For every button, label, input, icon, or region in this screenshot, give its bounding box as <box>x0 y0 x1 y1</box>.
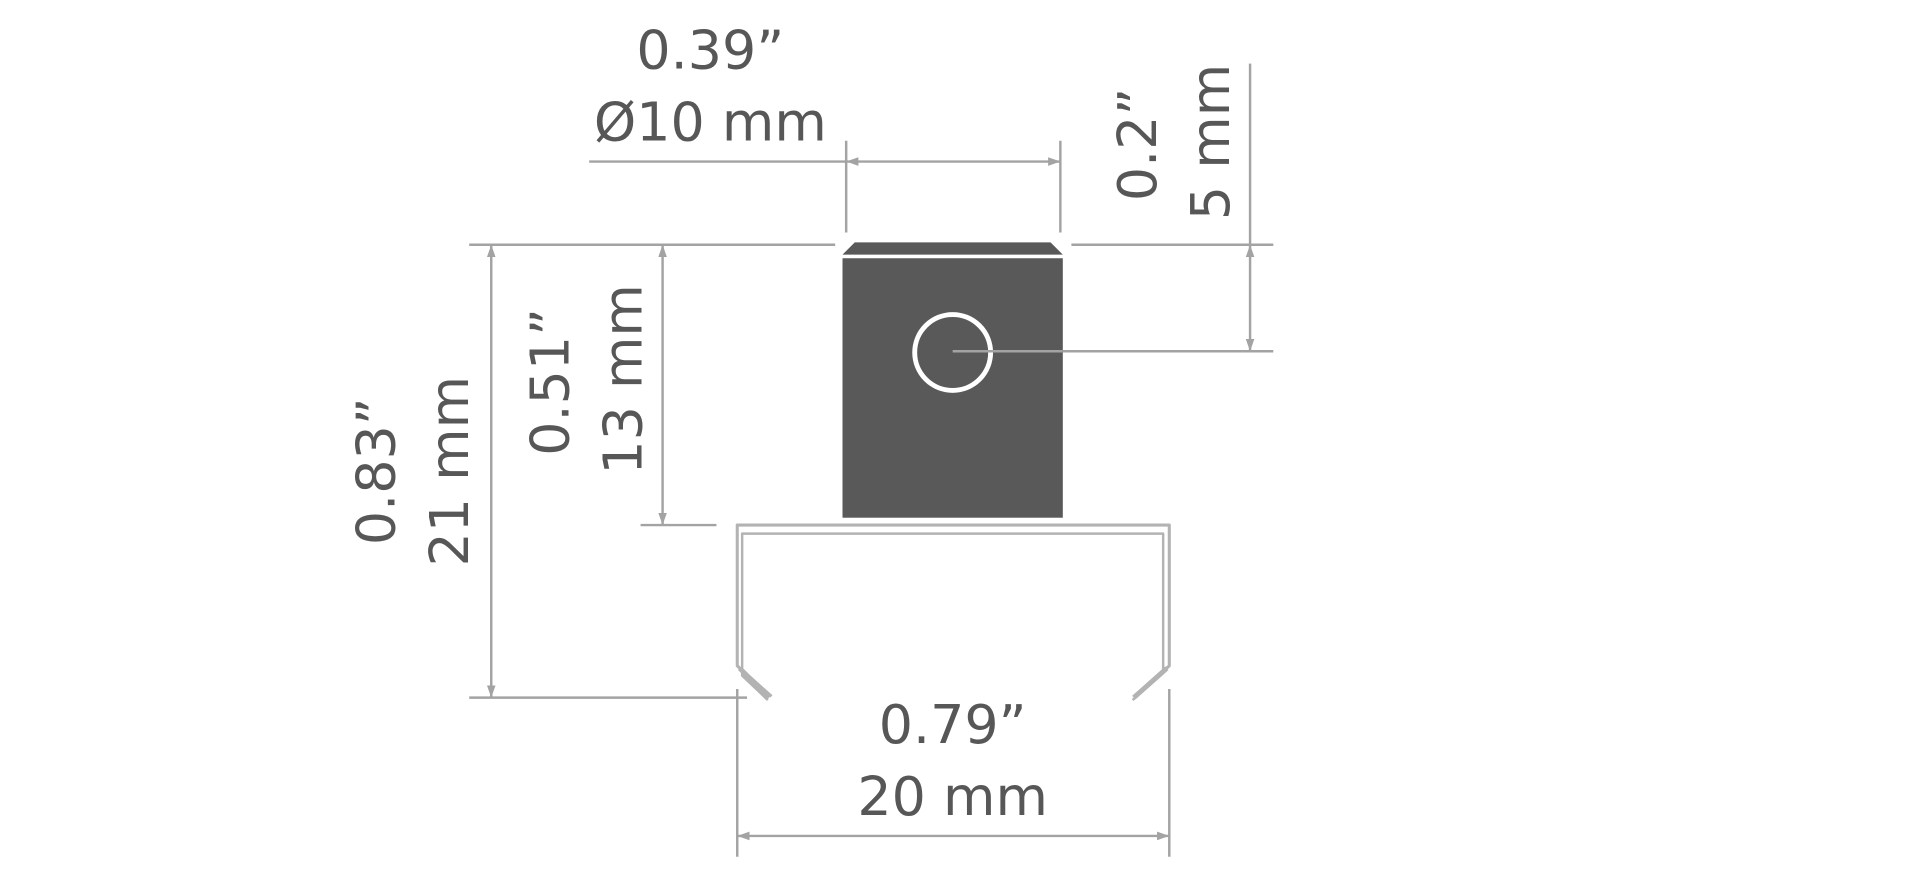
dimension-hole-offset: 0.2” 5 mm <box>952 63 1274 353</box>
label-width-mm: 20 mm <box>857 765 1048 828</box>
dimension-block-height: 0.51” 13 mm <box>518 244 717 527</box>
label-width-inch: 0.79” <box>879 693 1027 756</box>
dimension-top-width: 0.39” Ø10 mm <box>589 18 1062 233</box>
connector-block <box>842 242 1063 518</box>
label-top-inch: 0.39” <box>636 18 784 81</box>
label-block-mm: 13 mm <box>592 284 655 475</box>
label-total-mm: 21 mm <box>418 376 481 567</box>
dimension-channel-width: 0.79” 20 mm <box>736 689 1171 857</box>
channel-profile <box>735 523 1171 701</box>
label-top-mm: Ø10 mm <box>594 91 827 154</box>
label-total-inch: 0.83” <box>345 397 408 545</box>
label-offset-mm: 5 mm <box>1179 64 1242 220</box>
label-block-inch: 0.51” <box>518 308 581 456</box>
label-offset-inch: 0.2” <box>1106 88 1169 202</box>
dimension-total-height: 0.83” 21 mm <box>345 243 836 699</box>
